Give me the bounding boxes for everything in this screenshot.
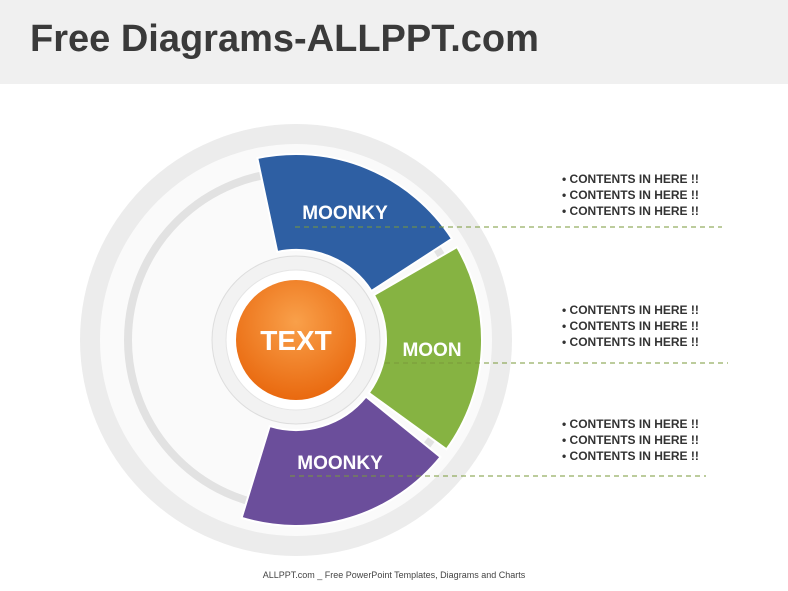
content-list-3: • CONTENTS IN HERE !! • CONTENTS IN HERE…	[562, 416, 699, 464]
header-bar: Free Diagrams-ALLPPT.com	[0, 0, 788, 84]
center-circle	[236, 280, 356, 400]
segment-label-3: MOONKY	[297, 453, 383, 474]
content-item: • CONTENTS IN HERE !!	[562, 335, 699, 349]
page-title: Free Diagrams-ALLPPT.com	[30, 18, 539, 60]
segment-3	[240, 395, 442, 527]
content-item: • CONTENTS IN HERE !!	[562, 319, 699, 333]
content-list-2: • CONTENTS IN HERE !! • CONTENTS IN HERE…	[562, 302, 699, 350]
content-item: • CONTENTS IN HERE !!	[562, 303, 699, 317]
footer-text: ALLPPT.com _ Free PowerPoint Templates, …	[262, 570, 526, 580]
content-item: • CONTENTS IN HERE !!	[562, 172, 699, 186]
content-item: • CONTENTS IN HERE !!	[562, 188, 699, 202]
center-label: TEXT	[260, 325, 332, 356]
content-item: • CONTENTS IN HERE !!	[562, 433, 699, 447]
content-list-1: • CONTENTS IN HERE !! • CONTENTS IN HERE…	[562, 171, 699, 219]
segment-label-2: MOON	[402, 340, 461, 361]
segment-1	[256, 153, 454, 293]
segment-label-1: MOONKY	[302, 203, 388, 224]
content-item: • CONTENTS IN HERE !!	[562, 449, 699, 463]
content-item: • CONTENTS IN HERE !!	[562, 204, 699, 218]
content-item: • CONTENTS IN HERE !!	[562, 417, 699, 431]
segment-2	[367, 245, 483, 451]
